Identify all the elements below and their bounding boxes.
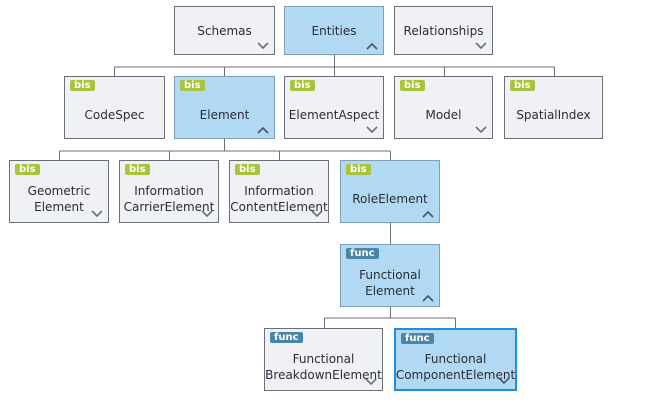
- node-label: Information CarrierElement: [123, 183, 215, 214]
- codespec-node[interactable]: bis CodeSpec: [64, 76, 165, 139]
- node-label: Information ContentElement: [230, 183, 328, 214]
- geometric-element-node[interactable]: bis Geometric Element: [9, 160, 109, 223]
- node-label: Functional BreakdownElement: [265, 351, 382, 382]
- information-carrier-element-node[interactable]: bis Information CarrierElement: [119, 160, 219, 223]
- model-node[interactable]: bis Model: [394, 76, 493, 139]
- bis-tag: bis: [510, 80, 535, 91]
- node-label: Element: [199, 107, 250, 122]
- bis-tag: bis: [400, 80, 425, 91]
- bis-tag: bis: [125, 164, 150, 175]
- node-label: Functional ComponentElement: [395, 351, 516, 382]
- node-label: Relationships: [403, 23, 484, 38]
- node-label: Entities: [311, 23, 357, 38]
- bis-tag: bis: [70, 80, 95, 91]
- bis-tag: bis: [290, 80, 315, 91]
- node-label: CodeSpec: [84, 107, 145, 122]
- entities-node[interactable]: Entities: [284, 6, 384, 55]
- node-label: Geometric Element: [27, 183, 91, 214]
- information-content-element-node[interactable]: bis Information ContentElement: [229, 160, 329, 223]
- node-label: SpatialIndex: [516, 107, 591, 122]
- chevron-down-icon[interactable]: [498, 377, 510, 385]
- node-label: ElementAspect: [288, 107, 380, 122]
- chevron-down-icon[interactable]: [311, 210, 323, 218]
- bis-tag: bis: [346, 164, 371, 175]
- spatialindex-node[interactable]: bis SpatialIndex: [504, 76, 603, 139]
- func-tag: func: [346, 248, 379, 259]
- chevron-down-icon[interactable]: [475, 42, 487, 50]
- element-node[interactable]: bis Element: [174, 76, 275, 139]
- chevron-down-icon[interactable]: [257, 42, 269, 50]
- chevron-up-icon[interactable]: [366, 42, 378, 50]
- bis-tag: bis: [180, 80, 205, 91]
- bis-tag: bis: [15, 164, 40, 175]
- chevron-up-icon[interactable]: [257, 126, 269, 134]
- elementaspect-node[interactable]: bis ElementAspect: [284, 76, 384, 139]
- func-tag: func: [401, 333, 434, 344]
- relationships-node[interactable]: Relationships: [394, 6, 493, 55]
- func-tag: func: [270, 332, 303, 343]
- schemas-node[interactable]: Schemas: [174, 6, 275, 55]
- chevron-down-icon[interactable]: [366, 126, 378, 134]
- chevron-up-icon[interactable]: [422, 294, 434, 302]
- role-element-node[interactable]: bis RoleElement: [340, 160, 440, 223]
- chevron-down-icon[interactable]: [365, 378, 377, 386]
- functional-component-element-node[interactable]: func Functional ComponentElement: [394, 328, 517, 391]
- node-label: Model: [425, 107, 462, 122]
- node-label: Functional Element: [359, 267, 421, 298]
- functional-breakdown-element-node[interactable]: func Functional BreakdownElement: [264, 328, 383, 391]
- chevron-up-icon[interactable]: [422, 210, 434, 218]
- chevron-down-icon[interactable]: [91, 210, 103, 218]
- chevron-down-icon[interactable]: [201, 210, 213, 218]
- functional-element-node[interactable]: func Functional Element: [340, 244, 440, 307]
- node-label: RoleElement: [352, 191, 428, 206]
- bis-tag: bis: [235, 164, 260, 175]
- chevron-down-icon[interactable]: [475, 126, 487, 134]
- node-label: Schemas: [197, 23, 252, 38]
